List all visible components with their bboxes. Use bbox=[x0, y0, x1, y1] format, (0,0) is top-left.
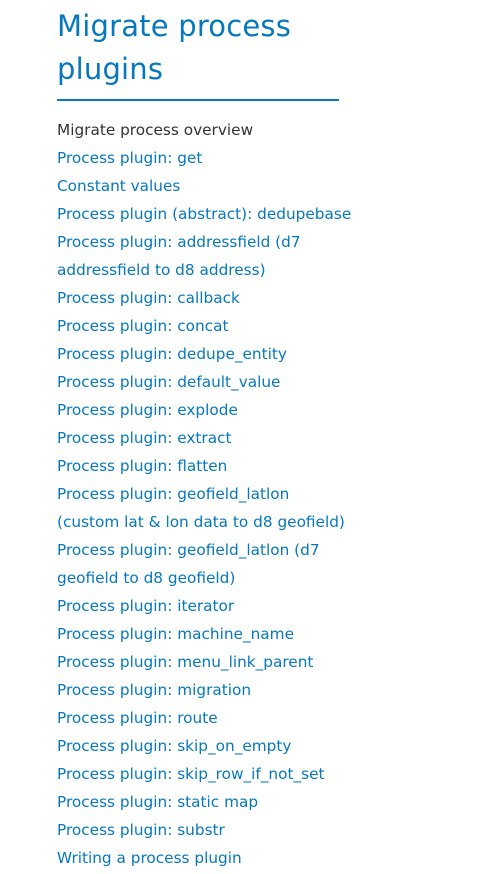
sidebar-item-flatten: Process plugin: flatten bbox=[57, 452, 339, 480]
sidebar-link-substr[interactable]: Process plugin: substr bbox=[57, 821, 225, 839]
sidebar-item-concat: Process plugin: concat bbox=[57, 312, 339, 340]
sidebar-link-static-map[interactable]: Process plugin: static map bbox=[57, 793, 259, 811]
sidebar-link-skip-row-if-not-set[interactable]: Process plugin: skip_row_if_not_set bbox=[57, 765, 325, 783]
sidebar-item-machine-name: Process plugin: machine_name bbox=[57, 620, 339, 648]
sidebar-item-skip-on-empty: Process plugin: skip_on_empty bbox=[57, 732, 339, 760]
sidebar-link-get[interactable]: Process plugin: get bbox=[57, 149, 203, 167]
sidebar-link-addressfield[interactable]: Process plugin: addressfield (d7 addressf… bbox=[57, 233, 301, 279]
sidebar-nav: Migrate process plugins Migrate process … bbox=[57, 0, 351, 872]
link-line-2: geofield to d8 geofield) bbox=[57, 569, 236, 587]
sidebar-item-iterator: Process plugin: iterator bbox=[57, 592, 339, 620]
sidebar-item-extract: Process plugin: extract bbox=[57, 424, 339, 452]
sidebar-item-active-overview[interactable]: Migrate process overview bbox=[57, 116, 339, 144]
sidebar-title-line2: plugins bbox=[57, 52, 164, 86]
link-line-1: Process plugin: addressfield (d7 bbox=[57, 233, 301, 251]
sidebar-nav-list: Migrate process overview Process plugin:… bbox=[57, 116, 351, 872]
sidebar-title-line1: Migrate process bbox=[57, 9, 292, 43]
sidebar-link-constant-values[interactable]: Constant values bbox=[57, 177, 181, 195]
sidebar-link-geofield-latlon-d7[interactable]: Process plugin: geofield_latlon (d7 geofi… bbox=[57, 541, 320, 587]
sidebar-item-default-value: Process plugin: default_value bbox=[57, 368, 339, 396]
sidebar-link-migration[interactable]: Process plugin: migration bbox=[57, 681, 252, 699]
sidebar-link-extract[interactable]: Process plugin: extract bbox=[57, 429, 232, 447]
sidebar-item-explode: Process plugin: explode bbox=[57, 396, 339, 424]
sidebar-item-constant-values: Constant values bbox=[57, 172, 339, 200]
sidebar-link-dedupebase[interactable]: Process plugin (abstract): dedupebase bbox=[57, 205, 352, 223]
sidebar-item-geofield-latlon-custom: Process plugin: geofield_latlon (custom l… bbox=[57, 480, 345, 536]
sidebar-item-static-map: Process plugin: static map bbox=[57, 788, 339, 816]
link-line-1: Process plugin: geofield_latlon bbox=[57, 485, 290, 503]
sidebar-item-writing-process-plugin: Writing a process plugin bbox=[57, 844, 339, 872]
sidebar-link-menu-link-parent[interactable]: Process plugin: menu_link_parent bbox=[57, 653, 314, 671]
sidebar-item-menu-link-parent: Process plugin: menu_link_parent bbox=[57, 648, 339, 676]
sidebar-link-geofield-latlon-custom[interactable]: Process plugin: geofield_latlon (custom l… bbox=[57, 485, 345, 531]
title-divider bbox=[57, 99, 339, 101]
sidebar-link-iterator[interactable]: Process plugin: iterator bbox=[57, 597, 235, 615]
sidebar-link-explode[interactable]: Process plugin: explode bbox=[57, 401, 238, 419]
sidebar-item-label: Migrate process overview bbox=[57, 121, 254, 139]
sidebar-item-addressfield: Process plugin: addressfield (d7 addressf… bbox=[57, 228, 339, 284]
sidebar-item-substr: Process plugin: substr bbox=[57, 816, 339, 844]
sidebar-link-skip-on-empty[interactable]: Process plugin: skip_on_empty bbox=[57, 737, 292, 755]
sidebar-item-migration: Process plugin: migration bbox=[57, 676, 339, 704]
sidebar-item-geofield-latlon-d7: Process plugin: geofield_latlon (d7 geofi… bbox=[57, 536, 339, 592]
sidebar-link-route[interactable]: Process plugin: route bbox=[57, 709, 218, 727]
sidebar-link-callback[interactable]: Process plugin: callback bbox=[57, 289, 240, 307]
link-line-2: (custom lat & lon data to d8 geofield) bbox=[57, 513, 345, 531]
sidebar-link-machine-name[interactable]: Process plugin: machine_name bbox=[57, 625, 294, 643]
sidebar-item-dedupebase: Process plugin (abstract): dedupebase bbox=[57, 200, 351, 228]
sidebar-item-skip-row-if-not-set: Process plugin: skip_row_if_not_set bbox=[57, 760, 339, 788]
sidebar-item-dedupe-entity: Process plugin: dedupe_entity bbox=[57, 340, 339, 368]
link-line-1: Process plugin: geofield_latlon (d7 bbox=[57, 541, 320, 559]
link-line-2: addressfield to d8 address) bbox=[57, 261, 266, 279]
sidebar-item-get: Process plugin: get bbox=[57, 144, 339, 172]
sidebar-link-flatten[interactable]: Process plugin: flatten bbox=[57, 457, 228, 475]
sidebar-title: Migrate process plugins bbox=[57, 0, 339, 91]
sidebar-link-writing-process-plugin[interactable]: Writing a process plugin bbox=[57, 849, 242, 867]
sidebar-item-callback: Process plugin: callback bbox=[57, 284, 339, 312]
sidebar-link-concat[interactable]: Process plugin: concat bbox=[57, 317, 229, 335]
sidebar-link-default-value[interactable]: Process plugin: default_value bbox=[57, 373, 281, 391]
sidebar-item-route: Process plugin: route bbox=[57, 704, 339, 732]
sidebar-link-dedupe-entity[interactable]: Process plugin: dedupe_entity bbox=[57, 345, 287, 363]
